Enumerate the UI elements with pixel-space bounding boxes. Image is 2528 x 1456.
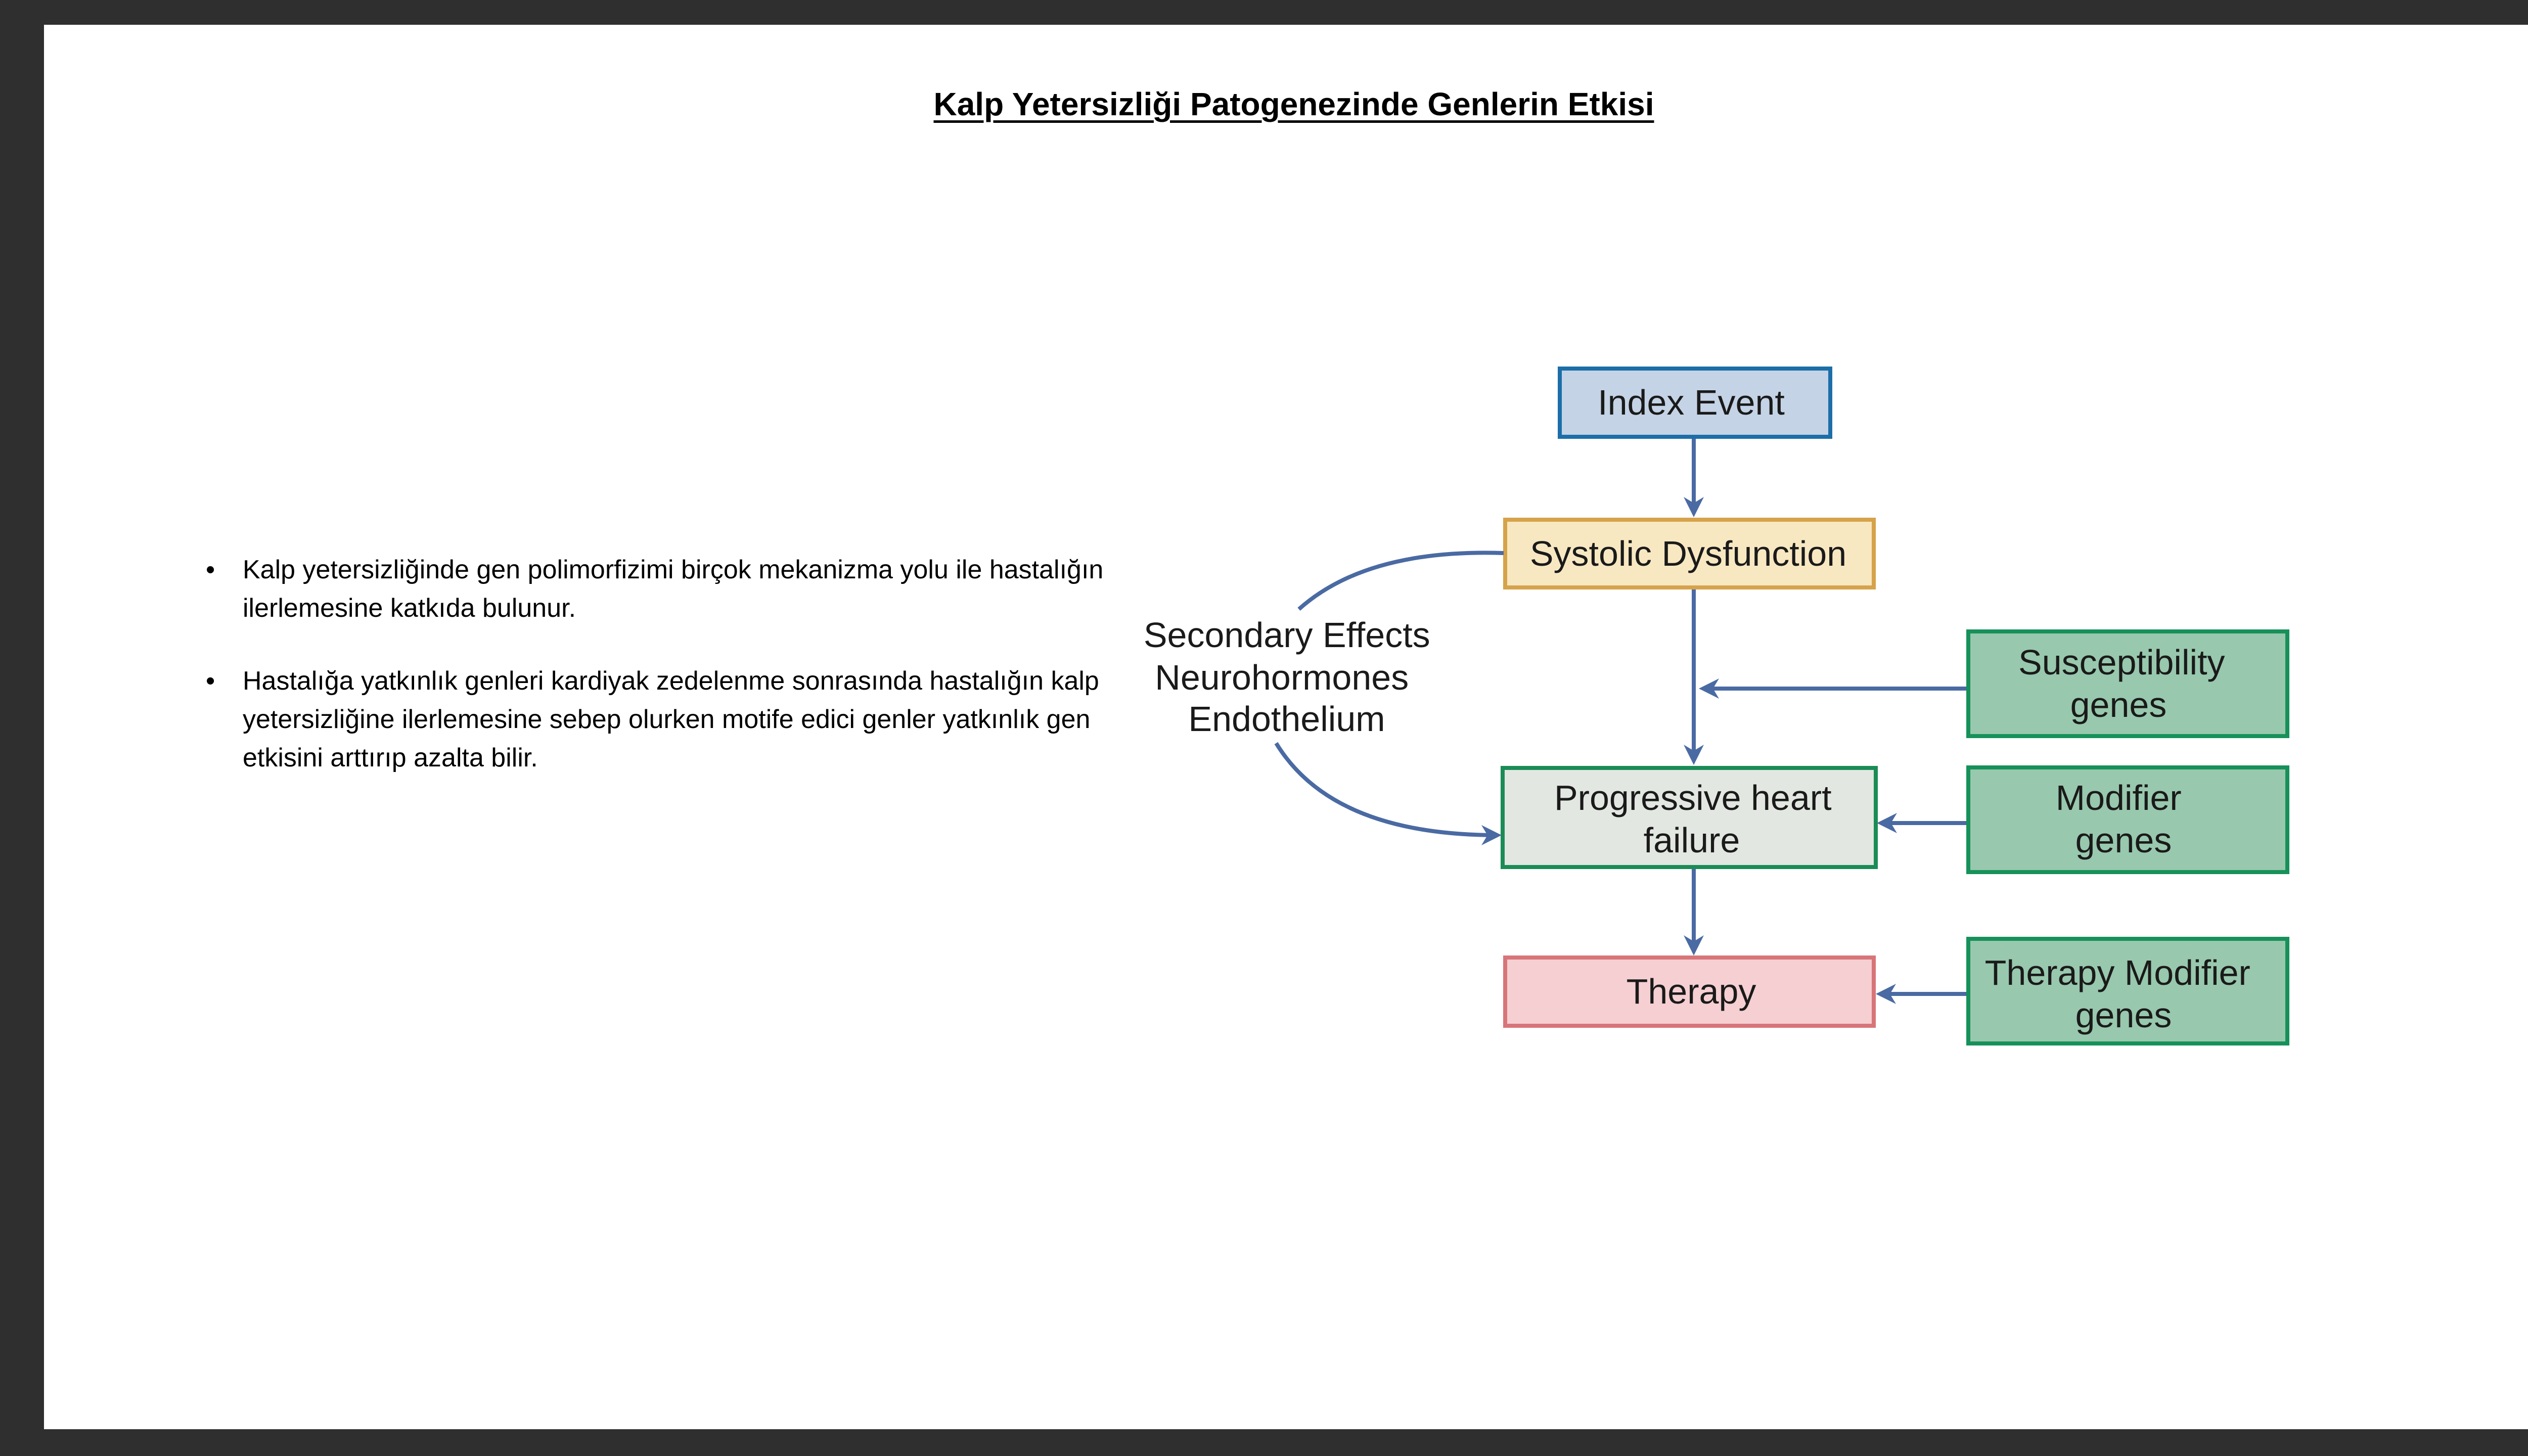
svg-text:Index Event: Index Event [1598, 383, 1785, 422]
secondary-effects-label: Secondary Effects [1144, 615, 1430, 655]
therapy-label: Therapy [1627, 972, 1756, 1011]
susceptibility-label-line2: genes [2070, 685, 2167, 724]
therapy-box [1503, 956, 1876, 1028]
modifier-genes-box [1966, 765, 2289, 874]
svg-text:Secondary Effects Neurohor: Secondary Effects Neurohormones Endothel… [1144, 615, 1440, 739]
bullet-item: Kalp yetersizliğinde gen polimorfizimi b… [206, 551, 1141, 627]
modifier-label-line1: Modifier [2056, 778, 2182, 817]
susceptibility-genes-box [1966, 629, 2289, 738]
therapy-modifier-label-line2: genes [2075, 995, 2172, 1035]
therapy-modifier-genes-box [1966, 937, 2289, 1045]
susceptibility-label-line1: Susceptibility [2018, 643, 2225, 682]
slide-title: Kalp Yetersizliği Patogenezinde Genlerin… [933, 86, 1654, 122]
svg-text:Therapy: Therapy [1627, 972, 1756, 1011]
curve-systolic-to-secondary [1297, 551, 1504, 611]
index-event-label: Index Event [1598, 383, 1785, 422]
systolic-dysfunction-label: Systolic Dysfunction [1530, 534, 1846, 573]
endothelium-label: Endothelium [1188, 699, 1385, 739]
progressive-label-line2: failure [1644, 821, 1740, 860]
svg-text:Systolic Dysfunction: Systolic Dysfunction [1530, 534, 1846, 573]
arrow-secondary-effects-curve [1274, 742, 1502, 845]
svg-text:Progressive heart failure: Progressive heart failure [1554, 778, 1841, 860]
progressive-label-line1: Progressive heart [1554, 778, 1832, 817]
svg-text:Susceptibility genes: Susceptibility genes [2018, 643, 2235, 724]
progressive-heart-failure-box [1501, 766, 1878, 869]
svg-text:Therapy Modifier genes: Therapy Modifier genes [1985, 953, 2261, 1035]
therapy-modifier-label-line1: Therapy Modifier [1985, 953, 2250, 992]
neurohormones-label: Neurohormones [1155, 658, 1409, 697]
index-event-box [1558, 367, 1832, 439]
bullet-list: Kalp yetersizliğinde gen polimorfizimi b… [206, 551, 1141, 811]
bullet-item: Hastalığa yatkınlık genleri kardiyak zed… [206, 662, 1141, 777]
systolic-dysfunction-box [1503, 518, 1876, 589]
modifier-label-line2: genes [2075, 821, 2172, 860]
svg-text:Modifier genes: Modifier genes [2056, 778, 2191, 860]
